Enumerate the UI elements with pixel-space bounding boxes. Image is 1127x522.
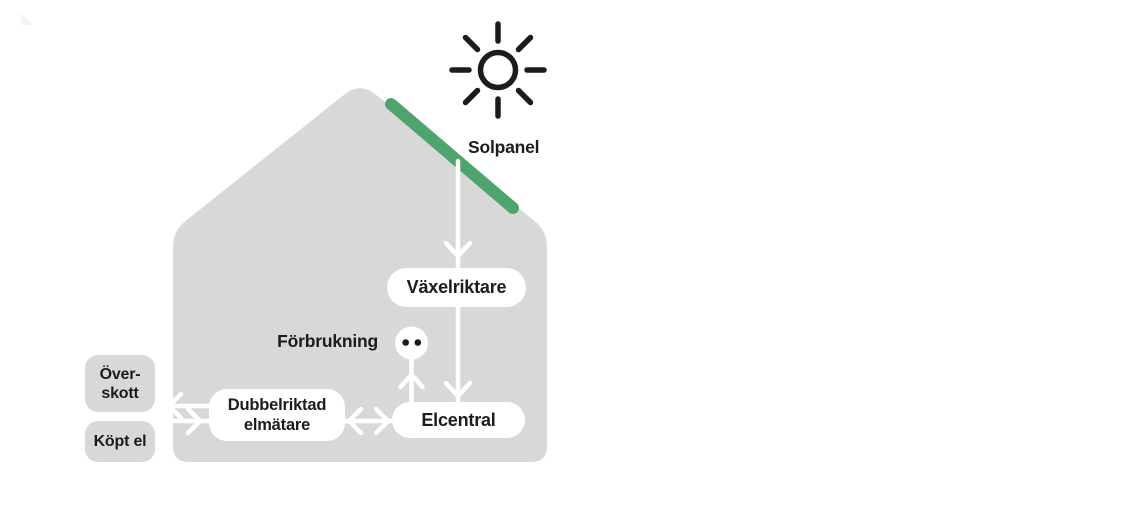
surplus-label-line1: Över- (99, 365, 141, 383)
sun-icon (449, 21, 547, 119)
meter-label-line2: elmätare (243, 416, 311, 434)
solar-panel-bar (385, 98, 519, 214)
surplus-box: Över- skott (85, 355, 155, 412)
arrow-left-meter-icon (346, 406, 364, 436)
arrow-left-export-icon (166, 391, 184, 421)
bidirectional-meter-pill: Dubbelriktad elmätare (209, 389, 345, 441)
electrical-panel-label: Elcentral (421, 409, 496, 430)
arrow-down-to-inverter-icon (443, 240, 473, 259)
consumption-outlet-icon (395, 326, 428, 360)
inverter-label: Växelriktare (406, 277, 507, 297)
house-shape (173, 88, 547, 462)
inverter-pill: Växelriktare (387, 268, 526, 307)
consumption-label: Förbrukning (277, 331, 378, 351)
meter-label-line1: Dubbelriktad (227, 396, 327, 414)
arrow-up-to-consumption-icon (398, 372, 425, 390)
electrical-panel-pill: Elcentral (392, 402, 525, 438)
surplus-label-line2: skott (101, 384, 139, 402)
arrow-down-to-elcentral-icon (443, 380, 473, 399)
arrow-right-import-icon (185, 406, 203, 436)
purchased-electricity-label: Köpt el (93, 432, 147, 450)
arrow-right-elcentral-icon (373, 406, 391, 436)
corner-artifact (21, 13, 32, 25)
flow-lines (166, 158, 473, 436)
purchased-electricity-box: Köpt el (85, 421, 155, 462)
solar-panel-label: Solpanel (468, 137, 540, 157)
